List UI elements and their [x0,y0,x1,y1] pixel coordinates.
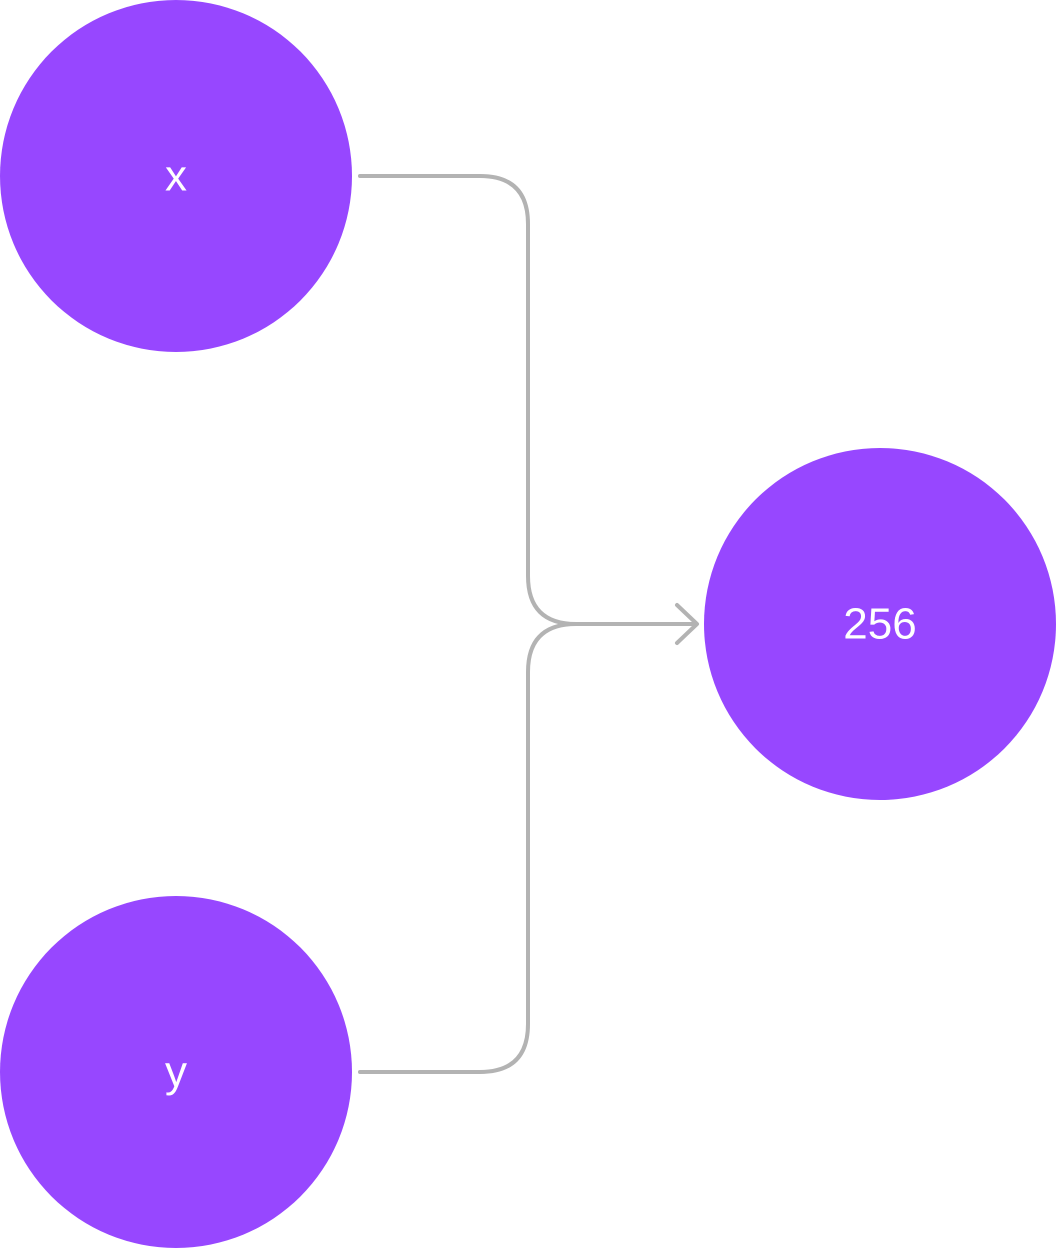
node-x[interactable]: x [0,0,352,352]
node-x-label: x [165,152,187,201]
node-x-circle [0,0,352,352]
edges [358,174,699,1074]
arrow-head-icon [675,603,699,645]
node-output-circle [704,448,1056,800]
node-y[interactable]: y [0,896,352,1248]
edge-y-to-output [358,622,698,1074]
edge-x-to-output [358,174,698,626]
node-y-label: y [165,1048,187,1097]
node-output-label: 256 [843,600,916,649]
node-output[interactable]: 256 [704,448,1056,800]
node-y-circle [0,896,352,1248]
